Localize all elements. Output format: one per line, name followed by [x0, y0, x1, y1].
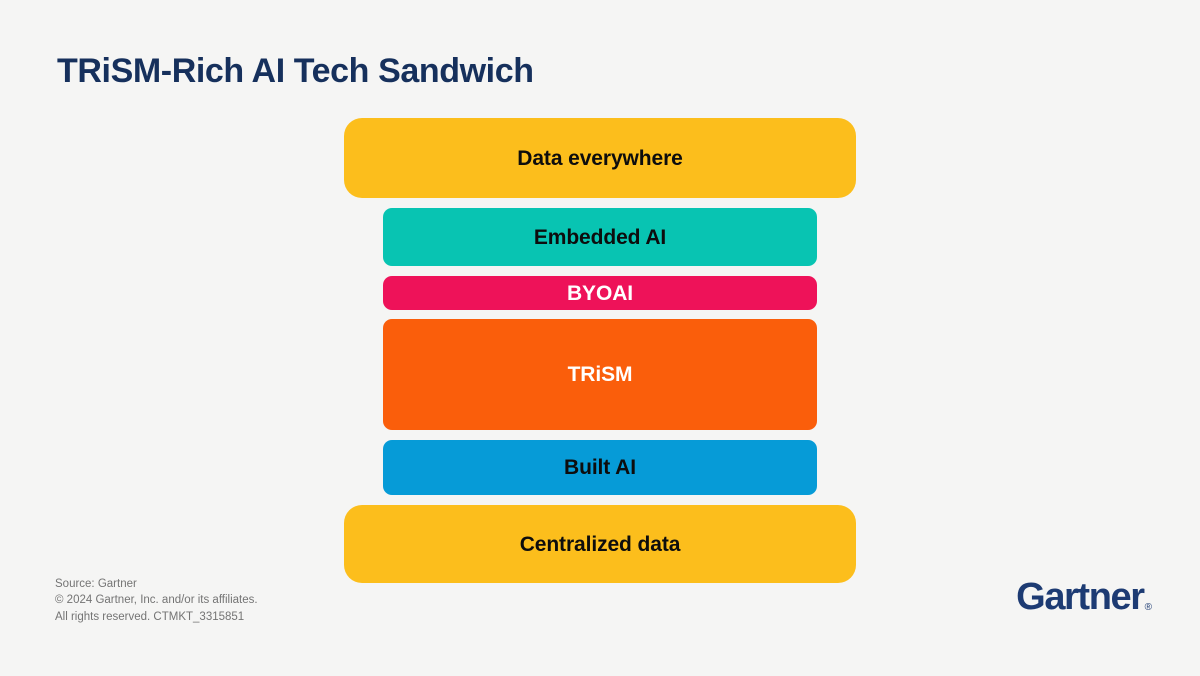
registered-trademark-icon: ® [1144, 602, 1152, 613]
layer-byoai[interactable]: BYOAI [383, 276, 817, 310]
layer-centralized-data[interactable]: Centralized data [344, 505, 856, 583]
gartner-wordmark: Gartner [1016, 576, 1145, 618]
layer-built-ai[interactable]: Built AI [383, 440, 817, 495]
source-attribution: Source: Gartner © 2024 Gartner, Inc. and… [55, 578, 258, 623]
layer-embedded-ai[interactable]: Embedded AI [383, 208, 817, 266]
layer-label-trism: TRiSM [567, 363, 633, 386]
page-title: TRiSM-Rich AI Tech Sandwich [57, 52, 534, 90]
layer-label-centralized-data: Centralized data [519, 532, 681, 556]
gartner-logo: Gartner ® [1016, 578, 1152, 616]
layer-label-embedded-ai: Embedded AI [533, 225, 667, 249]
layer-label-built-ai: Built AI [564, 456, 636, 479]
layer-data-everywhere[interactable]: Data everywhere [344, 118, 856, 198]
layer-trism[interactable]: TRiSM [383, 319, 817, 430]
layer-label-byoai: BYOAI [566, 281, 633, 305]
layer-label-data-everywhere: Data everywhere [517, 146, 683, 170]
